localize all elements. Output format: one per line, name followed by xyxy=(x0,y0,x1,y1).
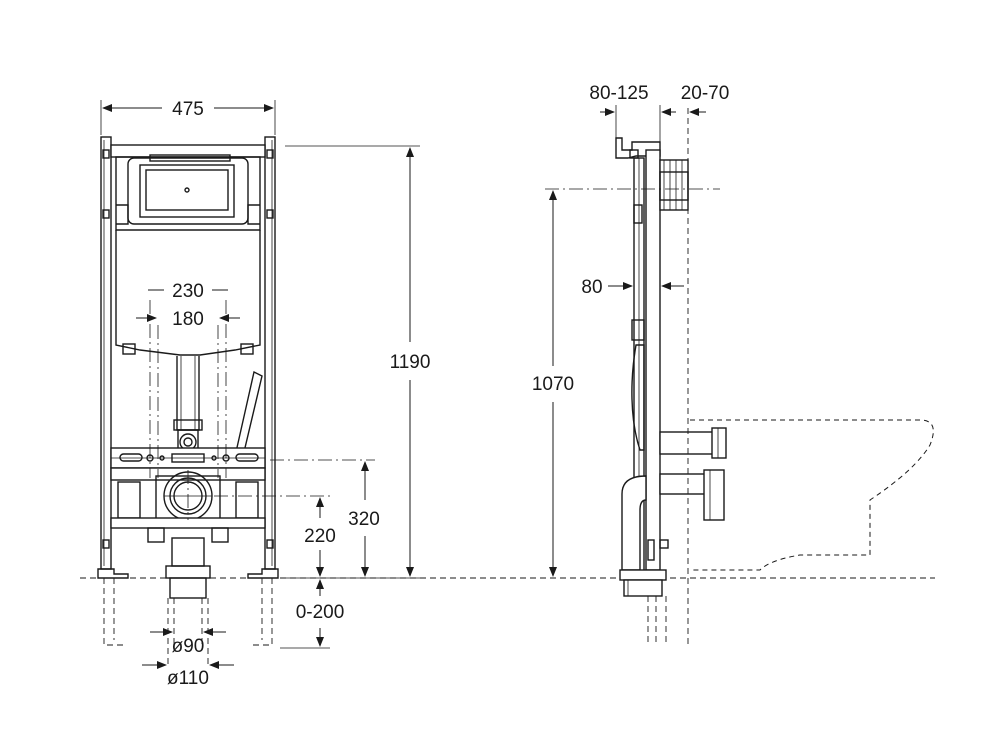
dim-475-label: 475 xyxy=(172,99,204,120)
right-post xyxy=(264,136,276,570)
dim-1190-label: 1190 xyxy=(390,352,431,373)
dim-0-200-label: 0-200 xyxy=(296,602,345,623)
toilet-bowl-outline xyxy=(690,419,934,571)
post-holes xyxy=(102,149,274,549)
dim-475: 475 xyxy=(100,99,276,135)
below-floor-lines xyxy=(103,578,273,668)
dim-230-label: 230 xyxy=(172,281,204,302)
dim-20-70: 20-70 xyxy=(681,83,730,116)
side-view xyxy=(615,108,934,648)
waste-pipe xyxy=(171,537,205,567)
dim-80-125: 80-125 xyxy=(589,83,676,142)
dim-180-label: 180 xyxy=(172,309,204,330)
dim-0-200: 0-200 xyxy=(280,579,345,649)
waste-bend xyxy=(619,469,725,597)
dim-dia110-label: ø110 xyxy=(167,668,209,689)
front-view xyxy=(97,136,279,668)
right-foot xyxy=(247,568,279,579)
dim-320-label: 320 xyxy=(348,509,380,530)
flush-connector xyxy=(659,159,689,211)
dim-230: 230 xyxy=(148,281,228,302)
dim-20-70-label: 20-70 xyxy=(681,83,730,104)
dim-80-125-label: 80-125 xyxy=(589,83,648,104)
dim-dia110: ø110 xyxy=(142,661,234,689)
flush-pipe xyxy=(176,356,200,431)
dim-220: 220 xyxy=(214,495,336,577)
dim-dia90-label: ø90 xyxy=(172,636,205,657)
dim-220-label: 220 xyxy=(304,526,336,547)
dim-320: 320 xyxy=(270,459,380,577)
dim-dia90: ø90 xyxy=(150,628,226,657)
left-post xyxy=(100,136,112,570)
cistern xyxy=(115,156,261,231)
dim-1070-label: 1070 xyxy=(532,374,574,395)
dim-80-label: 80 xyxy=(581,277,602,298)
flush-pipe-side xyxy=(659,427,727,459)
dim-1070: 1070 xyxy=(532,188,720,577)
flush-window xyxy=(127,157,249,225)
diagonal-brace xyxy=(235,370,263,453)
dim-180: 180 xyxy=(136,309,240,330)
left-foot xyxy=(97,568,129,579)
frame-profile xyxy=(645,149,661,571)
dim-1190: 1190 xyxy=(285,145,431,579)
dim-80: 80 xyxy=(581,277,684,298)
